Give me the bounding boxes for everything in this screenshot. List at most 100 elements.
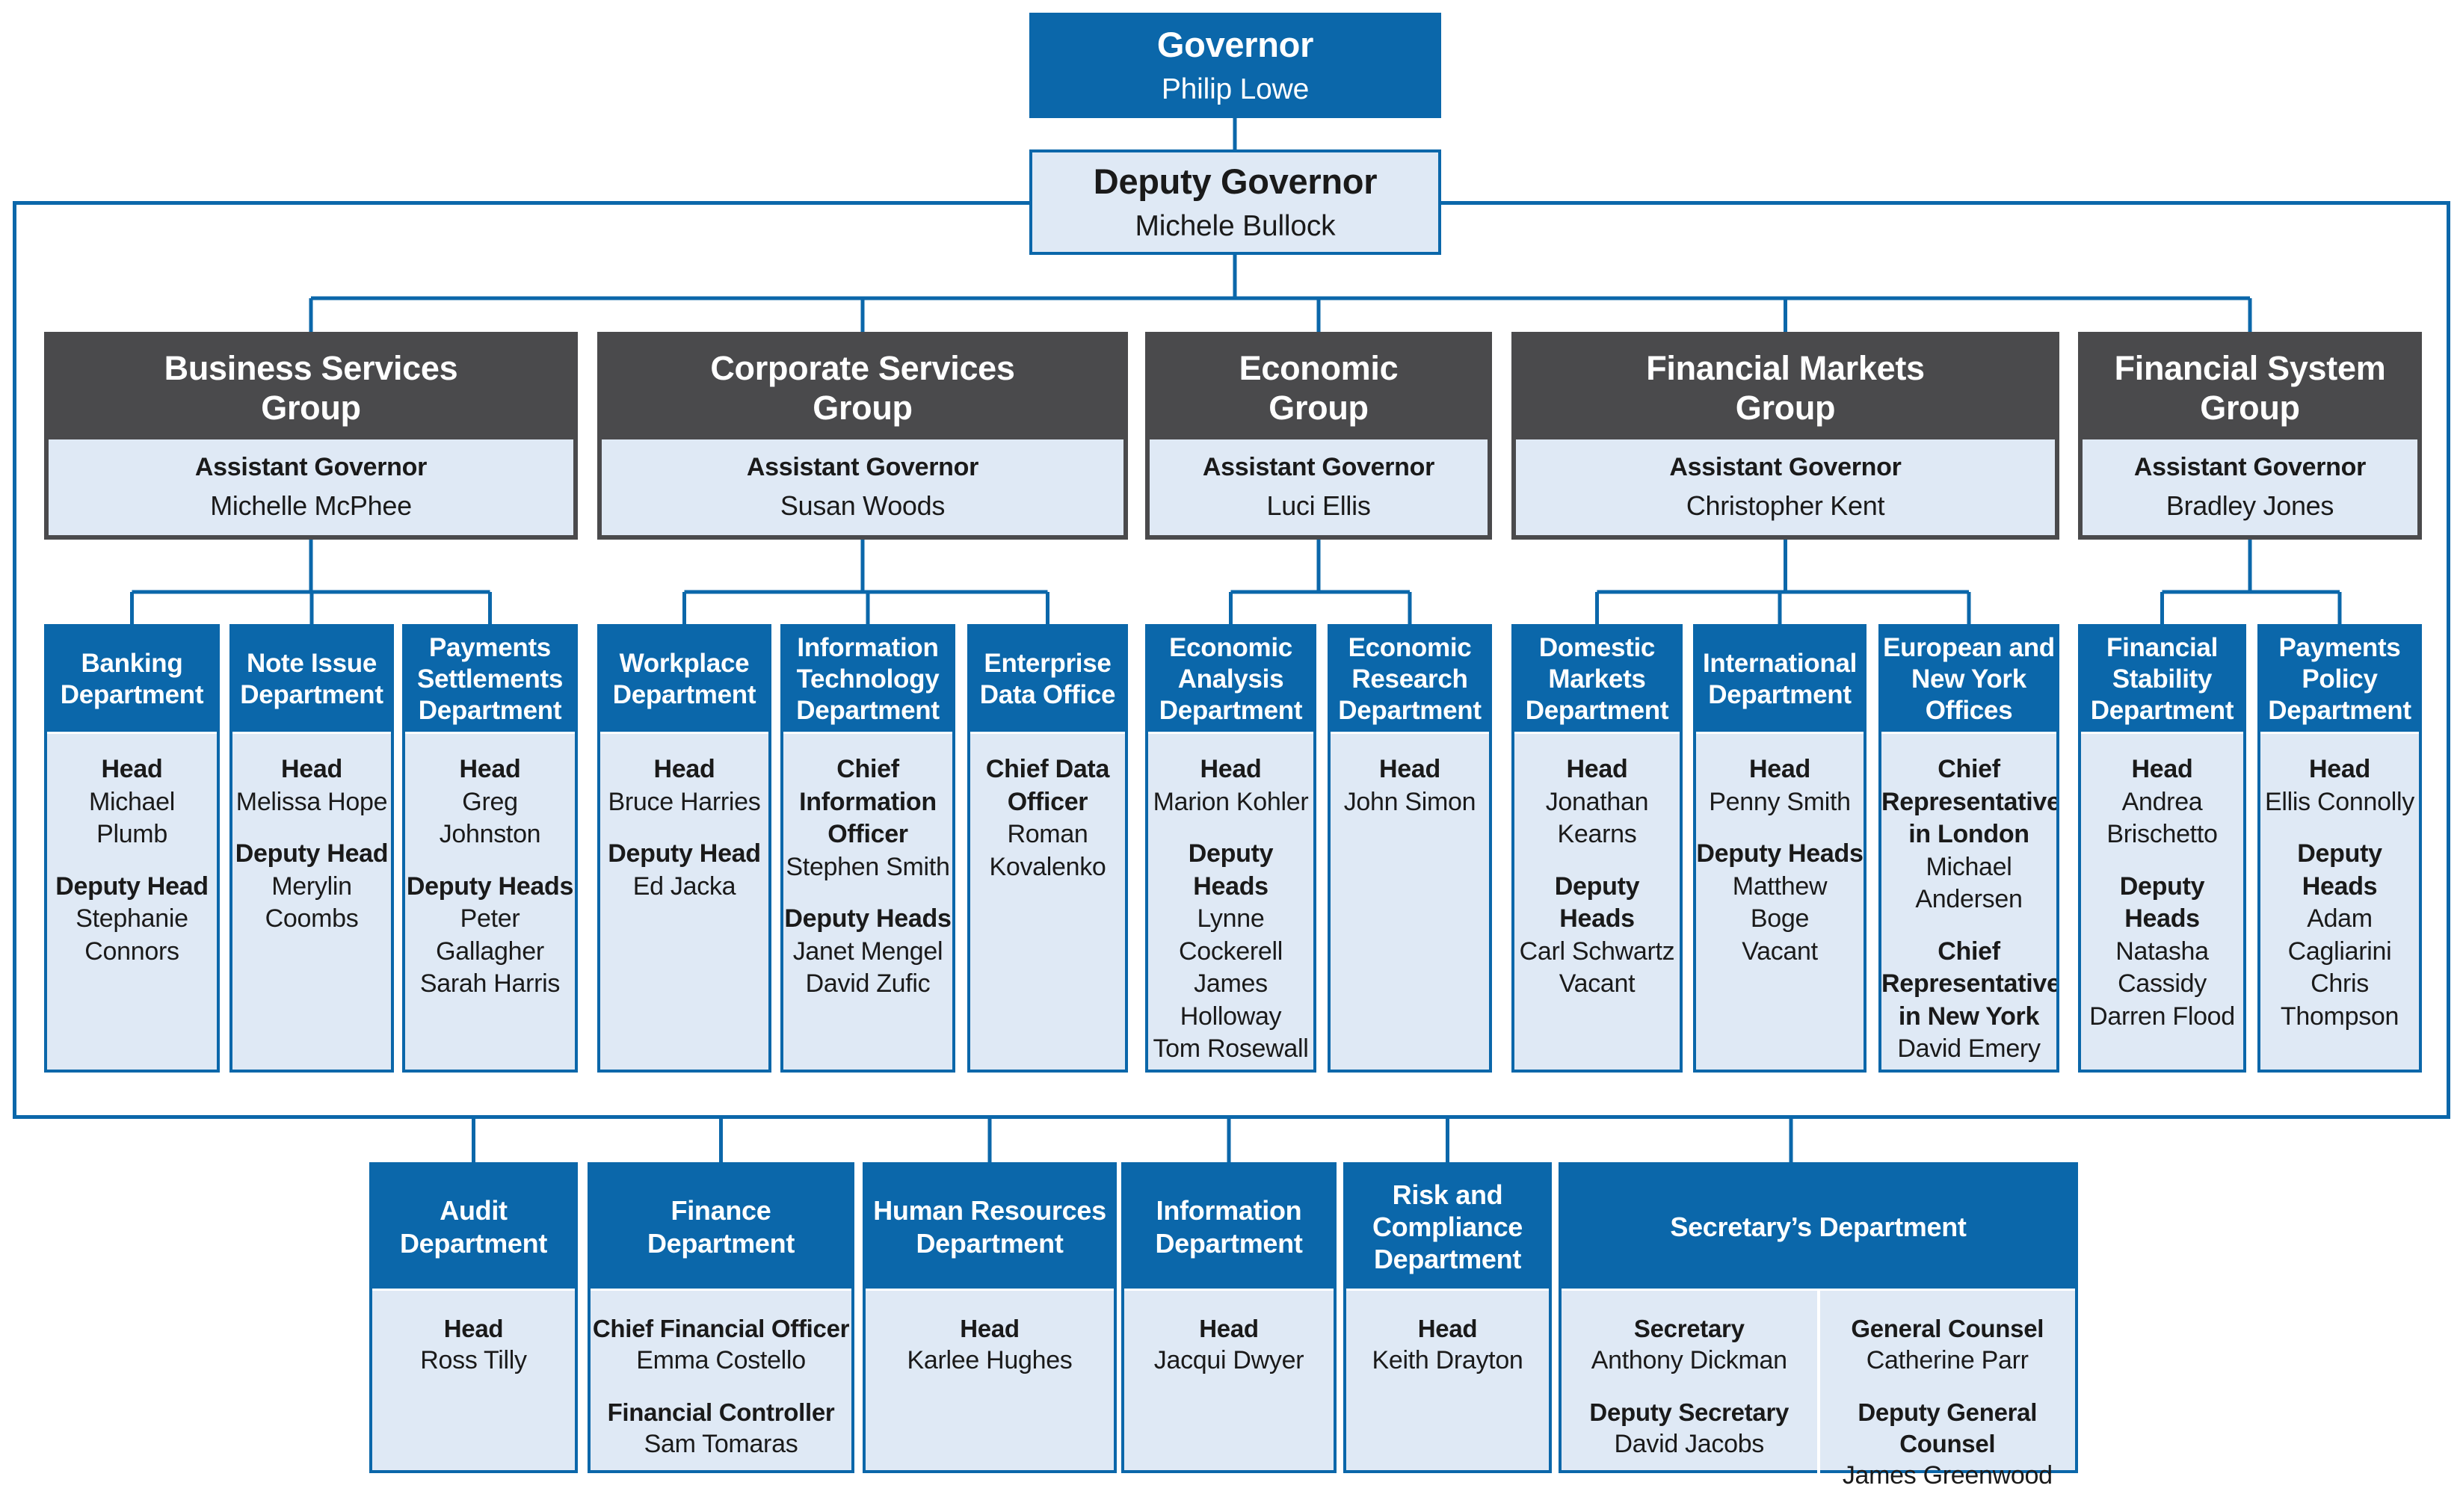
department-box-1-3: Payments Settlements Department Head Gre…	[402, 624, 578, 1073]
department-staff: Head Ross Tilly	[372, 1291, 575, 1470]
staff-names: Penny Smith	[1696, 786, 1864, 819]
staff-person: Darren Flood	[2089, 1002, 2235, 1031]
group-leader: Assistant Governor Bradley Jones	[2083, 439, 2417, 535]
department-staff: Head Ellis Connolly Deputy Heads Adam Ca…	[2260, 734, 2419, 1070]
staff-person: Vacant	[1742, 936, 1818, 966]
department-box-4-3: European and New York Offices Chief Repr…	[1878, 624, 2059, 1073]
department-box-2-3: Enterprise Data Office Chief Data Office…	[967, 624, 1128, 1073]
staff-person: Tom Rosewall	[1153, 1034, 1309, 1064]
staff-role: Deputy Heads	[2297, 839, 2382, 901]
staff-entry: Head Michael Plumb	[47, 753, 217, 851]
group-leader: Assistant Governor Luci Ellis	[1150, 439, 1488, 535]
department-title: Economic Analysis Department	[1148, 627, 1313, 734]
staff-person: James Greenwood	[1842, 1461, 2053, 1490]
staff-entry: Chief Data Officer Roman Kovalenko	[970, 753, 1125, 883]
governor-title: Governor	[1156, 25, 1314, 65]
staff-role: Head	[101, 755, 163, 783]
staff-names: Merylin Coombs	[232, 871, 391, 936]
governor-box: Governor Philip Lowe	[1029, 13, 1441, 118]
staff-names: John Simon	[1331, 786, 1489, 819]
staff-names: Stephen Smith	[783, 851, 952, 884]
staff-names: Karlee Hughes	[866, 1345, 1114, 1377]
department-staff: Head John Simon	[1331, 734, 1489, 1070]
staff-entry: Head Penny Smith	[1696, 753, 1864, 818]
group-leader-name: Susan Woods	[780, 490, 946, 521]
department-title: Risk and Compliance Department	[1346, 1165, 1549, 1291]
group-leader-role: Assistant Governor	[194, 453, 428, 482]
staff-names: Ross Tilly	[372, 1345, 575, 1377]
staff-person: Janet Mengel	[792, 936, 943, 966]
staff-entry: Head Karlee Hughes	[866, 1313, 1114, 1377]
department-title: Payments Settlements Department	[405, 627, 575, 734]
department-box-4-2: International Department Head Penny Smit…	[1693, 624, 1866, 1073]
staff-entry: Chief Information Officer Stephen Smith	[783, 753, 952, 883]
org-chart: Governor Philip Lowe Deputy Governor Mic…	[13, 13, 2450, 1512]
department-title: Banking Department	[47, 627, 217, 734]
staff-entry: Head Marion Kohler	[1148, 753, 1313, 818]
department-title: Note Issue Department	[232, 627, 391, 734]
staff-role: General Counsel	[1851, 1315, 2044, 1342]
department-box-1-2: Note Issue Department Head Melissa Hope …	[229, 624, 394, 1073]
deputy-governor-box: Deputy Governor Michele Bullock	[1029, 149, 1441, 255]
department-title: Information Technology Department	[783, 627, 952, 734]
staff-person: Sarah Harris	[419, 969, 561, 999]
staff-person: Penny Smith	[1709, 787, 1851, 816]
staff-entry: Head Greg Johnston	[405, 753, 575, 851]
staff-role: Head	[2309, 755, 2370, 783]
staff-role: Deputy Heads	[1554, 871, 1640, 934]
department-title: Domestic Markets Department	[1514, 627, 1680, 734]
group-leader-role: Assistant Governor	[746, 453, 979, 482]
staff-person: David Emery	[1897, 1034, 2041, 1064]
group-title: Financial System Group	[2083, 336, 2417, 439]
group-leader: Assistant Governor Christopher Kent	[1516, 439, 2055, 535]
staff-entry: Head Jonathan Kearns	[1514, 753, 1680, 851]
staff-person: John Simon	[1343, 787, 1476, 816]
staff-entry: Head Keith Drayton	[1346, 1313, 1549, 1377]
staff-entry: Deputy General Counsel James Greenwood	[1820, 1397, 2076, 1493]
staff-entry: Head Andrea Brischetto	[2081, 753, 2243, 851]
group-leader-name: Michelle McPhee	[210, 490, 412, 521]
staff-person: Jacqui Dwyer	[1153, 1346, 1304, 1375]
staff-entry: Head Jacqui Dwyer	[1124, 1313, 1334, 1377]
department-title: Human Resources Department	[866, 1165, 1114, 1291]
deputy-governor-name: Michele Bullock	[1135, 209, 1336, 242]
department-box-2-2: Information Technology Department Chief …	[780, 624, 955, 1073]
staff-person: Keith Drayton	[1372, 1346, 1523, 1375]
secretary-column-2: General Counsel Catherine Parr Deputy Ge…	[1816, 1291, 2076, 1512]
staff-names: Ed Jacka	[600, 871, 768, 904]
staff-role: Head	[1417, 1315, 1478, 1342]
bottom-department-box-1: Audit Department Head Ross Tilly	[369, 1162, 578, 1473]
staff-role: Chief Financial Officer	[592, 1315, 850, 1342]
staff-person: Lynne Cockerell	[1178, 904, 1283, 966]
staff-role: Financial Controller	[607, 1398, 835, 1426]
staff-role: Head	[281, 755, 342, 783]
staff-names: Bruce Harries	[600, 786, 768, 819]
group-leader-name: Bradley Jones	[2165, 490, 2334, 521]
group-title: Financial Markets Group	[1516, 336, 2055, 439]
staff-person: Michael Andersen	[1915, 852, 2023, 914]
staff-entry: Secretary Anthony Dickman	[1562, 1313, 1817, 1377]
staff-names: Stephanie Connors	[47, 903, 217, 968]
group-title: Business Services Group	[49, 336, 573, 439]
bottom-department-box-6: Secretary’s Department Secretary Anthony…	[1559, 1162, 2078, 1512]
staff-role: Deputy Head	[55, 871, 209, 901]
department-title: Financial Stability Department	[2081, 627, 2243, 734]
group-leader: Assistant Governor Michelle McPhee	[49, 439, 573, 535]
staff-entry: Deputy Head Merylin Coombs	[232, 838, 391, 936]
staff-names: Michael Andersen	[1881, 851, 2056, 916]
department-title: Economic Research Department	[1331, 627, 1489, 734]
staff-person: Karlee Hughes	[907, 1346, 1073, 1375]
department-staff: Secretary Anthony Dickman Deputy Secreta…	[1562, 1291, 2075, 1512]
staff-person: Sam Tomaras	[644, 1429, 798, 1458]
staff-names: Jonathan Kearns	[1514, 786, 1680, 851]
department-title: European and New York Offices	[1881, 627, 2056, 734]
staff-role: Deputy Heads	[1696, 839, 1864, 868]
staff-role: Head	[1566, 755, 1628, 783]
